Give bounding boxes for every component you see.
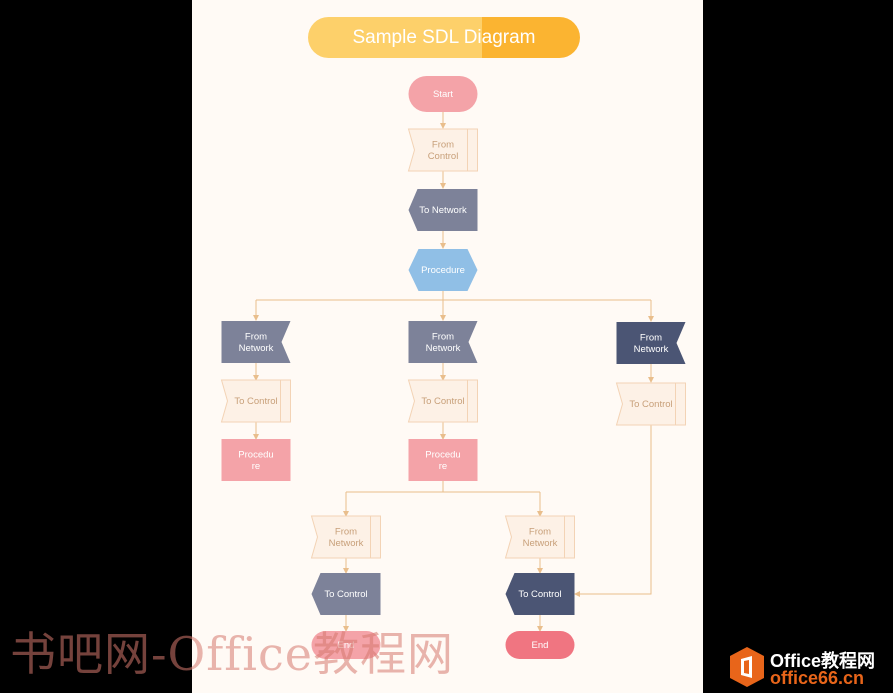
to-control-left-node-label: To Control (234, 396, 277, 407)
to-control-left-node[interactable]: To Control (220, 379, 291, 423)
to-control-mid-node-label: To Control (421, 396, 464, 407)
title-banner: Sample SDL Diagram (308, 17, 580, 58)
to-control-mid-node[interactable]: To Control (407, 379, 478, 423)
brand-logo[interactable]: Office教程网 office66.cn (728, 644, 893, 692)
connectors (253, 112, 654, 632)
procedure-node[interactable]: Procedure (408, 249, 478, 291)
edge-right-to-lowright (574, 425, 652, 597)
watermark-text: 书吧网-Office教程网 (10, 627, 455, 681)
to-control-low-right-node-label: To Control (518, 589, 561, 600)
procedure-node-label: Procedure (421, 265, 465, 276)
end-left-node[interactable]: End (311, 631, 381, 659)
to-network-node[interactable]: To Network (408, 189, 478, 231)
office-logo-icon (730, 647, 764, 687)
end-right-node[interactable]: End (505, 631, 575, 659)
to-control-right-node[interactable]: To Control (615, 382, 686, 426)
start-node-label: Start (433, 89, 453, 100)
end-right-node-label: End (532, 640, 549, 651)
end-left-node-label: End (338, 640, 355, 651)
start-node[interactable]: Start (408, 76, 478, 112)
to-control-low-left-node[interactable]: To Control (311, 573, 381, 615)
to-control-right-node-label: To Control (629, 399, 672, 410)
to-control-low-right-node[interactable]: To Control (505, 573, 575, 615)
brand-name: Office教程网 (770, 651, 876, 671)
brand-domain: office66.cn (770, 668, 865, 688)
to-control-low-left-node-label: To Control (324, 589, 367, 600)
diagram-title: Sample SDL Diagram (352, 27, 535, 48)
to-network-node-label: To Network (419, 205, 467, 216)
